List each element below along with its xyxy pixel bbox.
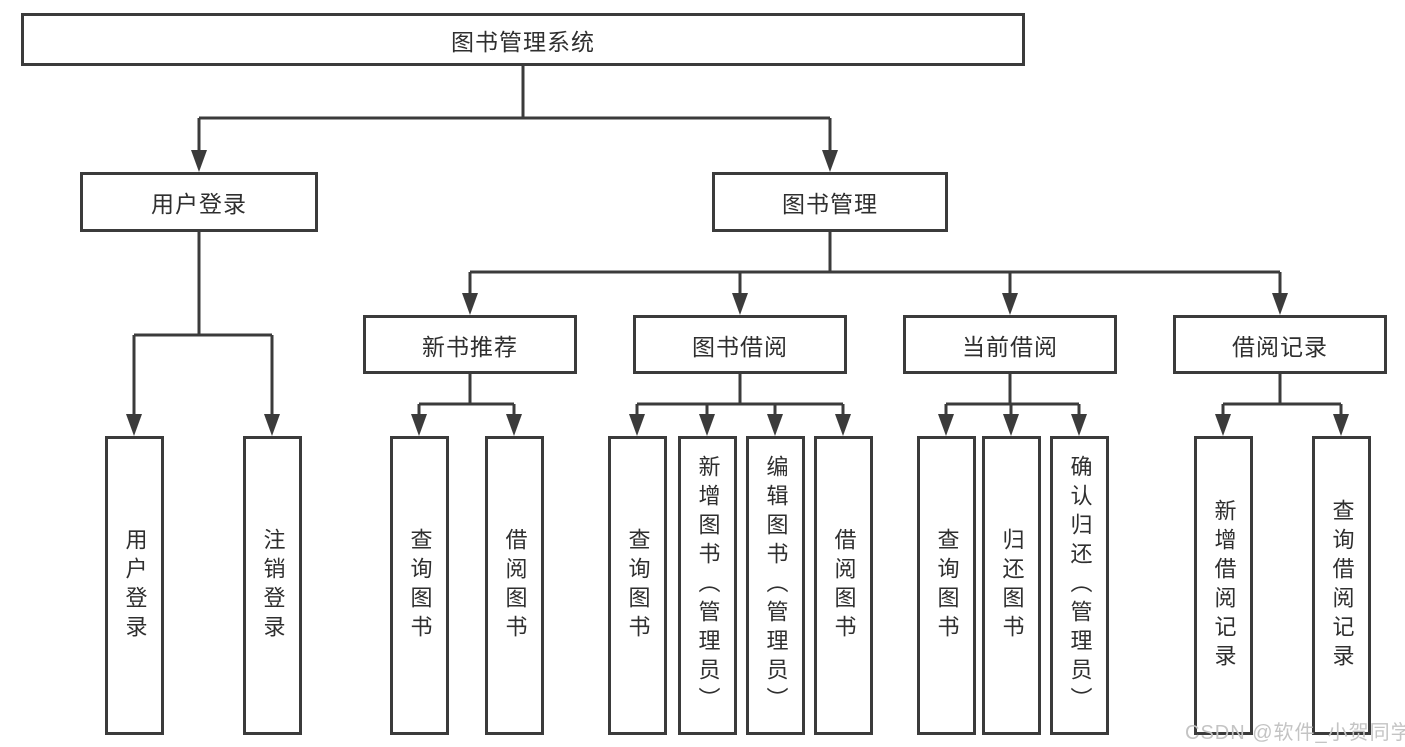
arrow-down-icon bbox=[1215, 414, 1231, 436]
connector-recommend-children bbox=[411, 374, 522, 436]
arrow-down-icon bbox=[1002, 293, 1018, 315]
node-borrow-add-books-admin: 新增图书（管理员） bbox=[678, 436, 737, 735]
arrow-down-icon bbox=[1071, 414, 1087, 436]
connector-root-to-level2 bbox=[191, 66, 838, 172]
node-user-login: 用户登录 bbox=[80, 172, 318, 232]
node-book-management: 图书管理 bbox=[712, 172, 948, 232]
arrow-down-icon bbox=[1272, 293, 1288, 315]
arrow-down-icon bbox=[264, 414, 280, 436]
node-recommend-query-books: 查询图书 bbox=[390, 436, 449, 735]
node-current-query-books: 查询图书 bbox=[917, 436, 976, 735]
arrow-down-icon bbox=[1003, 414, 1019, 436]
connector-borrow-children bbox=[629, 374, 851, 436]
arrow-down-icon bbox=[126, 414, 142, 436]
connector-current-children bbox=[938, 374, 1087, 436]
arrow-down-icon bbox=[411, 414, 427, 436]
node-current-confirm-return-admin: 确认归还（管理员） bbox=[1050, 436, 1109, 735]
connector-book-mgmt-children bbox=[462, 232, 1288, 315]
node-book-borrowing: 图书借阅 bbox=[633, 315, 847, 374]
arrow-down-icon bbox=[629, 414, 645, 436]
node-records-add-record: 新增借阅记录 bbox=[1194, 436, 1253, 735]
arrow-down-icon bbox=[767, 414, 783, 436]
node-leaf-user-login: 用户登录 bbox=[105, 436, 164, 735]
arrow-down-icon bbox=[699, 414, 715, 436]
csdn-watermark: CSDN @软件_小贺同学 bbox=[1185, 722, 1405, 744]
node-borrowing-records: 借阅记录 bbox=[1173, 315, 1387, 374]
node-current-return-books: 归还图书 bbox=[982, 436, 1041, 735]
node-records-query-record: 查询借阅记录 bbox=[1312, 436, 1371, 735]
node-borrow-edit-books-admin: 编辑图书（管理员） bbox=[746, 436, 805, 735]
arrow-down-icon bbox=[732, 293, 748, 315]
arrow-down-icon bbox=[822, 150, 838, 172]
node-current-borrowing: 当前借阅 bbox=[903, 315, 1117, 374]
connector-records-children bbox=[1215, 374, 1349, 436]
arrow-down-icon bbox=[1333, 414, 1349, 436]
arrow-down-icon bbox=[462, 293, 478, 315]
node-library-system: 图书管理系统 bbox=[21, 13, 1025, 66]
node-borrow-borrow-books: 借阅图书 bbox=[814, 436, 873, 735]
connector-user-login-children bbox=[126, 232, 280, 436]
node-borrow-query-books: 查询图书 bbox=[608, 436, 667, 735]
arrow-down-icon bbox=[938, 414, 954, 436]
arrow-down-icon bbox=[191, 150, 207, 172]
arrow-down-icon bbox=[835, 414, 851, 436]
node-new-book-recommend: 新书推荐 bbox=[363, 315, 577, 374]
arrow-down-icon bbox=[506, 414, 522, 436]
node-recommend-borrow-books: 借阅图书 bbox=[485, 436, 544, 735]
node-leaf-logout: 注销登录 bbox=[243, 436, 302, 735]
